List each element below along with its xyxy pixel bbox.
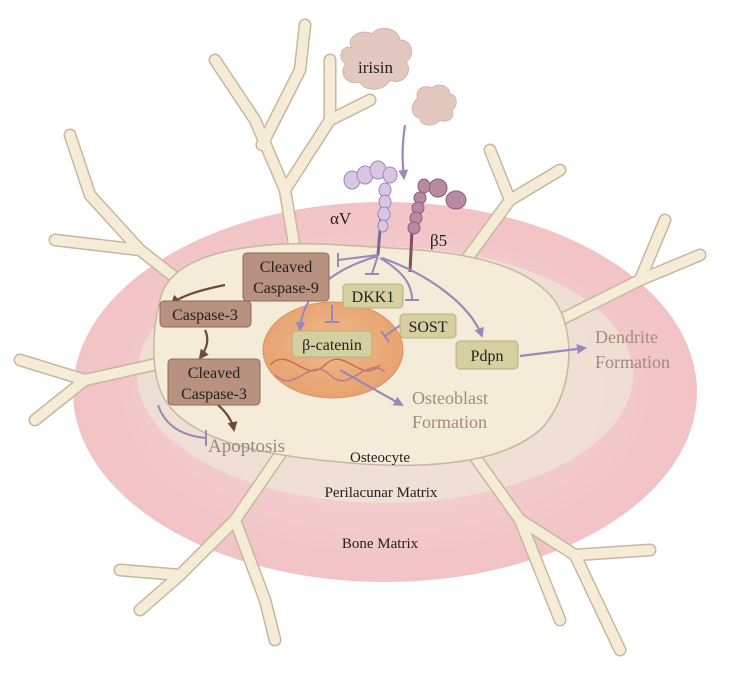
pdpn-label: Pdpn [471, 348, 504, 365]
caspase3-box [159, 300, 252, 328]
cleaved-caspase3-label-2: Caspase-3 [181, 386, 247, 403]
osteocyte-label: Osteocyte [350, 450, 410, 466]
integrin-beta5 [407, 178, 467, 273]
perilacunar-matrix-label: Perilacunar Matrix [325, 485, 438, 501]
arrow-irisin-to-integrin [398, 124, 409, 180]
integrin-alpha-v [343, 160, 398, 256]
beta-catenin-box [291, 330, 373, 358]
sost-box [399, 313, 457, 339]
irisin-icon [340, 27, 457, 126]
apoptosis-label: Apoptosis [208, 436, 285, 457]
osteoblast-formation-label-2: Formation [412, 412, 487, 432]
bone-matrix-label: Bone Matrix [342, 536, 419, 552]
dkk1-label: DKK1 [352, 289, 395, 306]
cleaved-caspase3-label-1: Cleaved [188, 365, 240, 382]
osteoblast-formation-label-1: Osteoblast [412, 388, 488, 408]
dkk1-box [342, 283, 404, 309]
beta5-label: β5 [430, 231, 447, 250]
caspase3-label: Caspase-3 [172, 307, 238, 324]
alpha-v-label: αV [330, 209, 352, 228]
beta-catenin-label: β-catenin [302, 337, 362, 354]
dendrite-formation-label-2: Formation [595, 352, 670, 372]
sost-label: SOST [408, 319, 447, 336]
cleaved-caspase9-label-2: Caspase-9 [253, 280, 319, 297]
labels: irisin αV β5 Cleaved Caspase-9 Caspase-3… [172, 58, 670, 552]
irisin-label: irisin [358, 58, 393, 77]
dendrites [13, 18, 707, 657]
cleaved-caspase3-box [167, 358, 261, 406]
apoptosis-inhibition [157, 404, 207, 446]
cleaved-caspase9-box [242, 252, 330, 302]
dna-strands [269, 358, 386, 382]
pdpn-box [455, 340, 519, 370]
cleaved-caspase9-label-1: Cleaved [260, 259, 312, 276]
dendrite-formation-label-1: Dendrite [595, 327, 658, 347]
